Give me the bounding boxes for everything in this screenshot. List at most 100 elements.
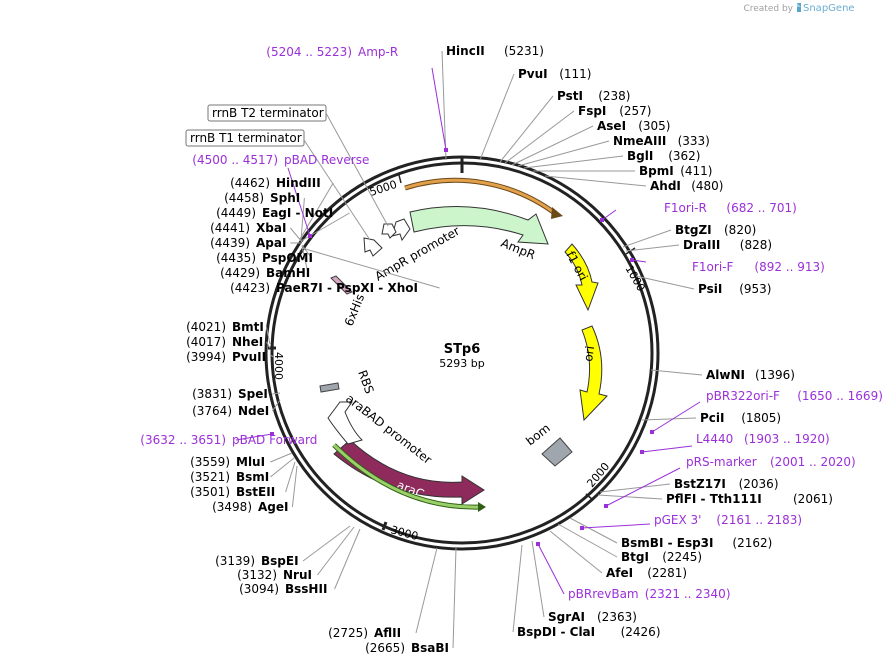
enzyme-site-pvui[interactable]: (111)PvuI [518,67,591,81]
enzyme-leader [650,369,703,376]
enzyme-position: (4439) [210,236,250,250]
enzyme-site-pflfi-tth111i[interactable]: (2061)PflFI - Tth111I [666,492,833,506]
enzyme-position: (257) [619,104,651,118]
enzyme-site-bsmi[interactable]: (3521)BsmI [190,470,269,484]
enzyme-name: BstEII [236,485,275,499]
enzyme-name: PciI [700,411,725,425]
enzyme-site-bsshii[interactable]: (3094)BssHII [239,582,327,596]
primer-prs-marker[interactable]: pRS-marker(2001 .. 2020) [686,455,856,469]
arabad-promoter-feature[interactable] [327,401,363,445]
primer-pbad-forward[interactable]: (3632 .. 3651)pBAD Forward [140,433,317,447]
primer-pgex-3[interactable]: pGEX 3'(2161 .. 2183) [654,513,802,527]
enzyme-site-xbai[interactable]: (4441)XbaI [210,221,286,235]
enzyme-site-asei[interactable]: (305)AseI [597,119,670,133]
enzyme-site-draiii[interactable]: (828)DraIII [683,238,772,252]
enzyme-site-bamhi[interactable]: (4429)BamHI [220,266,310,280]
enzyme-site-pspomi[interactable]: (4435)PspOMI [216,251,313,265]
enzyme-site-nhei[interactable]: (4017)NheI [186,335,263,349]
enzyme-position: (828) [740,238,772,252]
enzyme-position: (820) [724,223,756,237]
primer-amp-r[interactable]: (5204 .. 5223)Amp-R [266,45,398,59]
primer-name: pBRrevBam [568,587,639,601]
primer-f1ori-f[interactable]: F1ori-F(892 .. 913) [692,260,825,274]
enzyme-name: PvuII [232,350,266,364]
enzyme-site-aflii[interactable]: (2725)AflII [328,626,401,640]
enzyme-site-apai[interactable]: (4439)ApaI [210,236,286,250]
enzyme-site-psii[interactable]: (953)PsiI [698,282,771,296]
enzyme-position: (1805) [741,411,781,425]
enzyme-position: (2665) [365,641,405,655]
enzyme-site-bmti[interactable]: (4021)BmtI [186,320,264,334]
enzyme-leader [415,547,438,634]
primer-pbad-reverse[interactable]: (4500 .. 4517)pBAD Reverse [192,153,369,167]
enzyme-leader [517,140,610,167]
enzyme-site-ndei[interactable]: (3764)NdeI [192,404,269,418]
orange-arc-head [551,207,563,219]
bom-feature[interactable] [541,437,573,467]
enzyme-name: BtgI [621,550,649,564]
primer-f1ori-r[interactable]: F1ori-R(682 .. 701) [664,201,797,215]
enzyme-site-bspei[interactable]: (3139)BspEI [215,554,298,568]
enzyme-site-agei[interactable]: (3498)AgeI [212,500,288,514]
enzyme-site-btgzi[interactable]: (820)BtgZI [675,223,756,237]
enzyme-position: (2036) [739,477,779,491]
arac-feature[interactable] [333,439,485,505]
ori-feature[interactable] [579,325,608,422]
enzyme-position: (2426) [621,625,661,639]
enzyme-name: SphI [270,191,300,205]
rbs-feature[interactable] [319,382,340,393]
enzyme-name: PspOMI [262,251,313,265]
enzyme-leader [549,530,603,574]
enzyme-site-paer7i-pspxi-xhoi[interactable]: (4423)PaeR7I - PspXI - XhoI [230,281,418,295]
enzyme-site-pcii[interactable]: (1805) PciI [700,411,781,425]
enzyme-site-bgli[interactable]: (362)BglI [627,149,700,163]
primer-pbrrevbam[interactable]: pBRrevBam(2321 .. 2340) [568,587,731,601]
enzyme-site-bspdi-clai[interactable]: (2426)BspDI - ClaI [517,625,661,639]
leader-lines [235,50,703,649]
his-tag-feature[interactable] [330,275,353,295]
enzyme-position: (3139) [215,554,255,568]
enzyme-site-pvuii[interactable]: (3994)PvuII [186,350,266,364]
enzyme-site-nmeaiii[interactable]: (333)NmeAIII [613,134,710,148]
enzyme-site-mlui[interactable]: (3559)MluI [190,455,265,469]
enzyme-site-alwni[interactable]: (1396)AlwNI [706,368,795,382]
enzyme-site-eagi-noti[interactable]: (4449)EagI - NotI [216,206,333,220]
enzyme-site-spei[interactable]: (3831)SpeI [192,387,268,401]
enzyme-site-hincii[interactable]: (5231)HincII [446,44,544,58]
enzyme-position: (4017) [186,335,226,349]
enzyme-site-bsmbi-esp3i[interactable]: (2162)BsmBI - Esp3I [621,536,772,550]
rrnb-t1-box[interactable] [185,129,305,147]
f1-ori-feature[interactable] [564,243,599,312]
enzyme-site-fspi[interactable]: (257)FspI [578,104,651,118]
enzyme-site-bsteii[interactable]: (3501)BstEII [190,485,275,499]
enzyme-site-ahdi[interactable]: (480)AhdI [650,179,723,193]
enzyme-site-nrui[interactable]: (3132)NruI [237,568,312,582]
enzyme-leader [290,227,303,243]
primer-pbr322ori-f[interactable]: pBR322ori-F(1650 .. 1669) [706,389,883,403]
enzyme-site-psti[interactable]: (238)PstI [557,89,630,103]
enzyme-site-sphi[interactable]: (4458)SphI [224,191,300,205]
tick-mark-2000 [585,493,594,501]
rrnb-t2-feature[interactable] [381,223,397,239]
enzyme-leader [334,528,361,590]
enzyme-site-afei[interactable]: (2281)AfeI [606,566,687,580]
ampr-feature[interactable] [409,206,549,245]
credit-text: Created by [743,4,793,14]
primer-leader [581,523,651,529]
enzyme-site-sgrai[interactable]: (2363)SgrAI [548,610,637,624]
enzyme-name: BsmBI - Esp3I [621,536,713,550]
primer-name: pRS-marker [686,455,757,469]
tick-mark-5000 [398,174,402,184]
enzyme-leader [301,244,313,259]
enzyme-position: (480) [691,179,723,193]
enzyme-site-hindiii[interactable]: (4462)HindIII [230,176,321,190]
primer-l4440[interactable]: L4440(1903 .. 1920) [696,432,830,446]
his-tag-label: 6xHis [342,292,367,328]
rrnb-t1-feature[interactable] [363,237,383,257]
enzyme-site-bsabi[interactable]: (2665)BsaBI [365,641,449,655]
enzyme-site-bpmi[interactable]: (411)BpmI [639,164,712,178]
enzyme-site-bstz17i[interactable]: (2036)BstZ17I [674,477,779,491]
enzyme-site-btgi[interactable]: (2245)BtgI [621,550,702,564]
site-labels: (5231)HincII(111)PvuI(238)PstI(257)FspI(… [140,44,883,655]
primer-leader [537,543,565,595]
